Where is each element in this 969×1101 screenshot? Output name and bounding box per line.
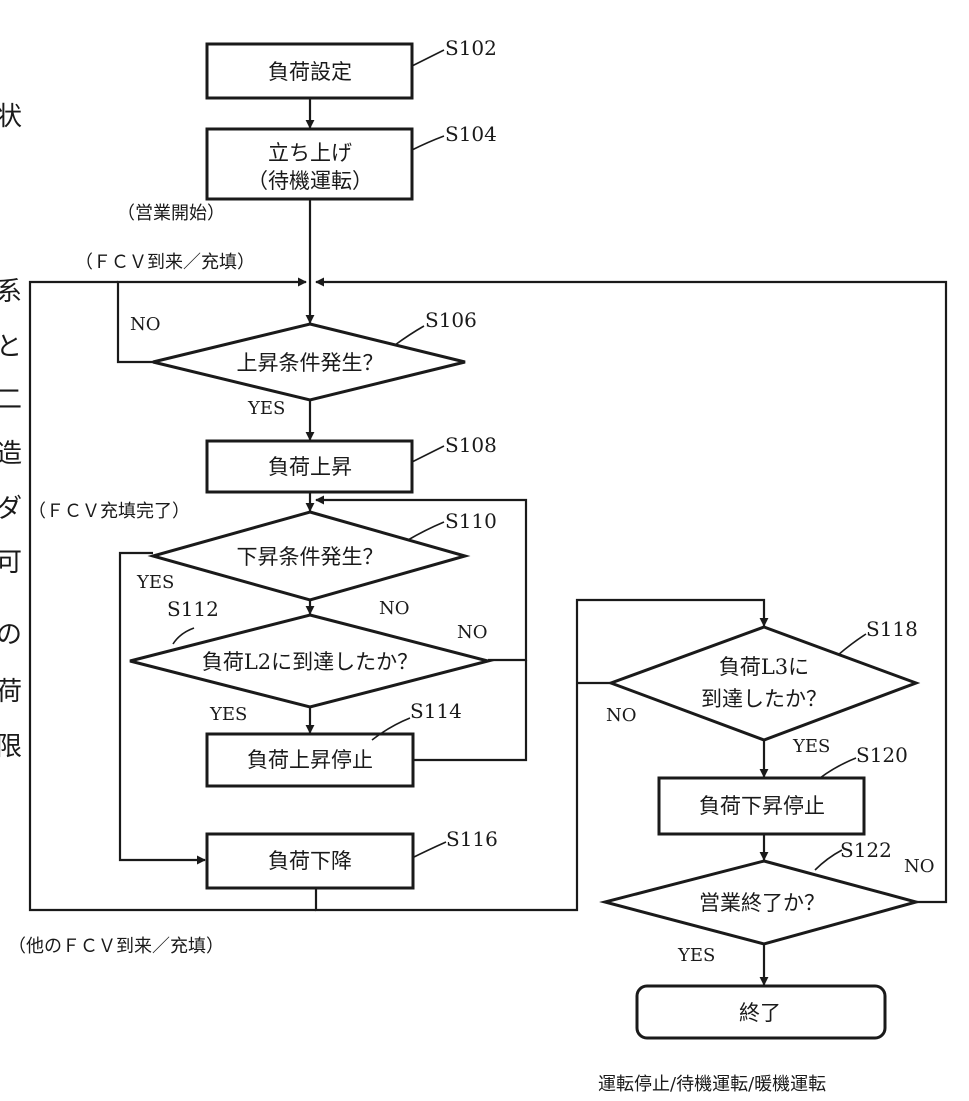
leader-s110 <box>408 522 444 540</box>
side-char: と <box>0 332 22 362</box>
decision-s110-label: 下昇条件発生？ <box>237 545 384 569</box>
connectors <box>30 98 946 985</box>
step-s104-label-line2: （待機運転） <box>247 169 373 193</box>
step-id-s106: S106 <box>425 308 477 332</box>
decision-s122-label: 営業終了か？ <box>699 891 825 915</box>
note-other-fcv: （他のＦＣＶ到来／充填） <box>8 936 224 957</box>
leader-s112 <box>173 628 194 644</box>
terminal-end-label: 終了 <box>739 1001 781 1025</box>
leader-s120 <box>820 758 856 778</box>
note-end: 運転停止/待機運転/暖機運転 <box>598 1074 826 1095</box>
step-id-s118: S118 <box>866 617 918 641</box>
step-id-s120: S120 <box>856 743 908 767</box>
leader-s122 <box>815 850 842 870</box>
side-char: 系 <box>0 277 22 307</box>
leader-s102 <box>412 50 444 66</box>
side-text-column: 状 系 と 二 造 ダ 可 の 荷 限 <box>0 102 22 762</box>
leader-s108 <box>412 446 444 462</box>
step-s108-label: 負荷上昇 <box>268 455 352 479</box>
step-s120-label: 負荷下昇停止 <box>699 794 825 818</box>
branch-s112-no: NO <box>457 622 488 643</box>
side-char: 造 <box>0 439 22 469</box>
branch-s106-yes: YES <box>247 398 285 419</box>
leader-s106 <box>395 326 424 345</box>
decision-s118-label-line1: 負荷L3に <box>719 655 809 679</box>
branch-s112-yes: YES <box>209 704 247 725</box>
step-s114-label: 負荷上昇停止 <box>247 748 373 772</box>
leader-s104 <box>412 136 444 150</box>
branch-s122-no: NO <box>904 856 935 877</box>
step-s116-label: 負荷下降 <box>268 849 352 873</box>
decision-s112-label: 負荷L2に到達したか？ <box>202 650 418 674</box>
step-id-s102: S102 <box>445 36 497 60</box>
branch-s110-yes: YES <box>136 572 174 593</box>
branch-s122-yes: YES <box>677 945 715 966</box>
leader-s118 <box>838 634 866 655</box>
note-fcv-filled: （ＦＣＶ充填完了） <box>28 501 190 522</box>
step-id-s114: S114 <box>410 699 462 723</box>
branch-s106-no: NO <box>130 314 161 335</box>
step-id-s116: S116 <box>446 827 498 851</box>
step-id-s110: S110 <box>445 509 497 533</box>
branch-s118-yes: YES <box>792 736 830 757</box>
side-char: 荷 <box>0 677 22 707</box>
leader-s116 <box>412 842 446 858</box>
branch-s110-no: NO <box>379 598 410 619</box>
branch-s118-no: NO <box>606 705 637 726</box>
side-char: の <box>0 620 22 650</box>
decision-s118-diamond <box>611 627 916 740</box>
step-id-s112: S112 <box>167 597 219 621</box>
decision-s118-label-line2: 到達したか？ <box>701 687 827 711</box>
decision-s106-label: 上昇条件発生？ <box>237 351 384 375</box>
step-s102-label: 負荷設定 <box>268 60 352 84</box>
step-id-s122: S122 <box>840 838 892 862</box>
side-char: 限 <box>0 732 22 762</box>
note-fcv-arrival: （ＦＣＶ到来／充填） <box>75 252 255 273</box>
step-id-s104: S104 <box>445 122 497 146</box>
side-char: 二 <box>0 385 22 415</box>
side-char: 状 <box>0 102 22 132</box>
step-s104-label-line1: 立ち上げ <box>268 141 352 165</box>
note-business-start: （営業開始） <box>117 203 225 224</box>
step-id-s108: S108 <box>445 433 497 457</box>
side-char: ダ <box>0 494 22 524</box>
side-char: 可 <box>0 548 22 578</box>
